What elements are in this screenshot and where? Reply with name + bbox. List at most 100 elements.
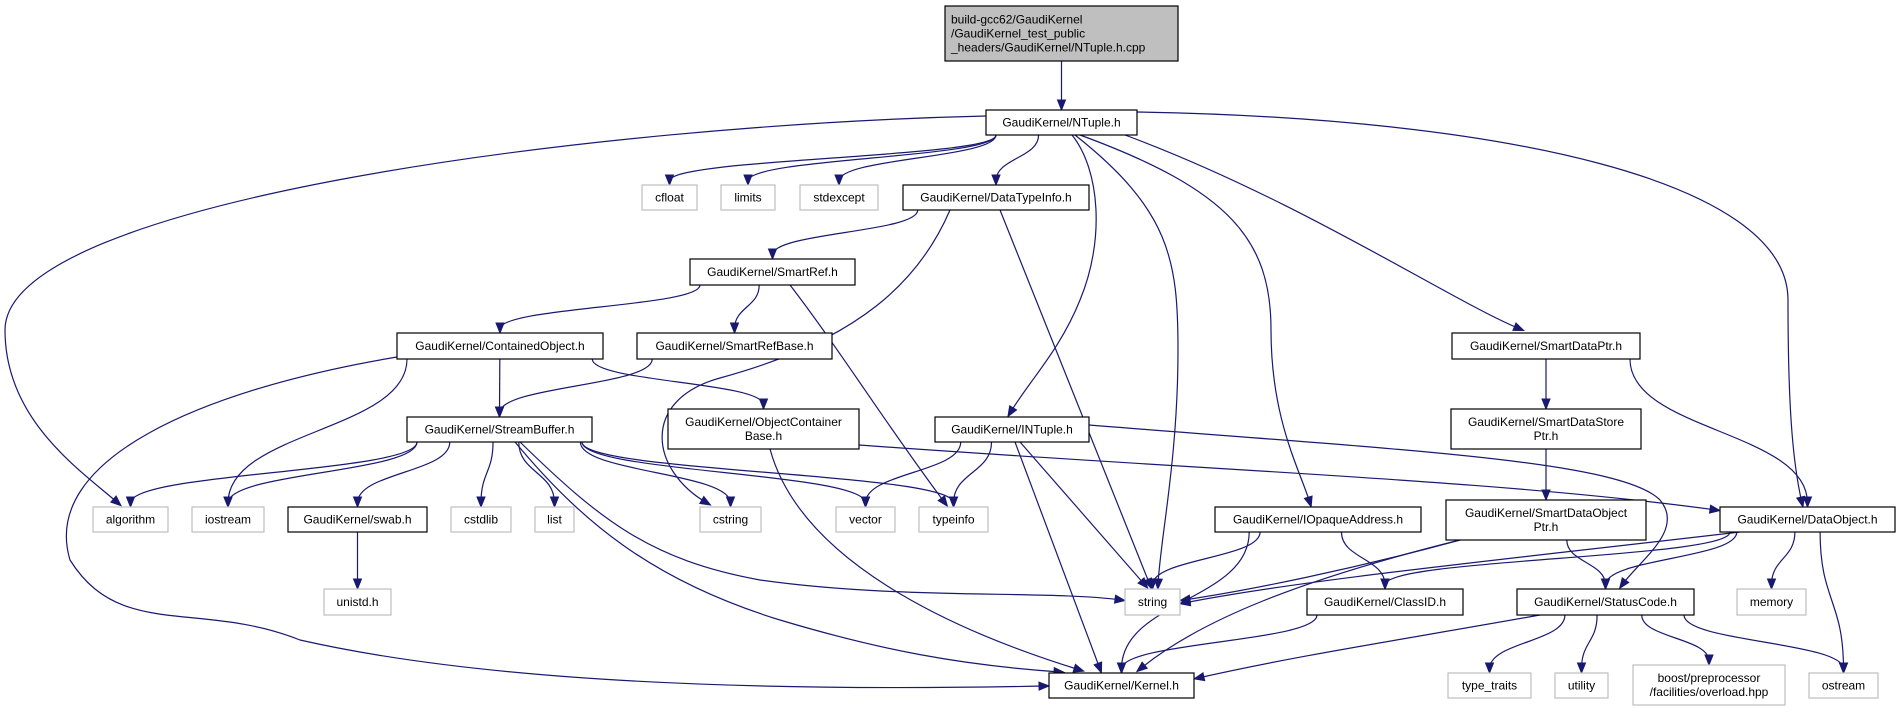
edge-objectcontainerbase-to-dataobject <box>858 444 1722 514</box>
node-label: GaudiKernel/NTuple.h <box>1002 116 1120 130</box>
edge-objectcontainerbase-to-kernel <box>769 448 1086 673</box>
node-type_traits: type_traits <box>1447 672 1532 699</box>
edge-streambuffer-to-vector <box>581 441 871 509</box>
arrowhead-icon <box>1093 661 1103 675</box>
edge-line <box>4 115 987 504</box>
node-streambuffer[interactable]: GaudiKernel/StreamBuffer.h <box>406 416 593 443</box>
edge-ntuple-to-algorithm <box>4 115 987 507</box>
node-datatypeinfo[interactable]: GaudiKernel/DataTypeInfo.h <box>902 184 1090 211</box>
node-label: iostream <box>205 513 251 527</box>
edge-line <box>1819 531 1845 670</box>
edge-ntuple-to-datatypeinfo <box>991 134 1040 187</box>
node-box <box>1214 506 1422 533</box>
node-box <box>902 184 1090 211</box>
node-box <box>323 588 392 616</box>
edge-line <box>952 441 993 504</box>
edge-line <box>1604 531 1738 586</box>
node-box <box>985 109 1138 136</box>
arrowhead-icon <box>1303 495 1313 509</box>
node-label: memory <box>1750 595 1793 609</box>
node-label: cstdlib <box>464 513 498 527</box>
edge-intuple-to-kernel <box>1014 441 1103 675</box>
node-box <box>1447 672 1532 699</box>
edge-line <box>1580 614 1598 670</box>
edge-line <box>1770 531 1796 586</box>
node-containedobject[interactable]: GaudiKernel/ContainedObject.h <box>396 332 604 360</box>
edge-dataobject-to-string <box>1178 531 1741 607</box>
node-box <box>534 506 575 533</box>
edge-dataobject-to-memory <box>1766 531 1796 591</box>
node-kernel[interactable]: GaudiKernel/Kernel.h <box>1048 672 1195 699</box>
arrowhead-icon <box>860 496 871 509</box>
node-label: GaudiKernel/SmartDataPtr.h <box>1470 339 1622 353</box>
node-label: string <box>1138 595 1167 609</box>
edge-datatypeinfo-to-smartref <box>767 209 919 261</box>
arrowhead-icon <box>109 495 123 507</box>
node-smartrefbase[interactable]: GaudiKernel/SmartRefBase.h <box>636 332 833 360</box>
edge-smartrefbase-to-streambuffer <box>494 358 653 419</box>
edge-line <box>1136 111 1803 504</box>
edge-intuple-to-vector <box>860 441 962 509</box>
node-box <box>1048 672 1195 699</box>
node-swab[interactable]: GaudiKernel/swab.h <box>287 506 428 533</box>
node-label: utility <box>1568 679 1595 693</box>
node-ostream: ostream <box>1808 672 1879 699</box>
edge-statuscode-to-boost <box>1641 614 1714 667</box>
node-stdexcept: stdexcept <box>799 184 879 211</box>
node-smartdataptr[interactable]: GaudiKernel/SmartDataPtr.h <box>1451 332 1641 360</box>
arrowhead-icon <box>1704 654 1714 667</box>
arrowhead-icon <box>1541 398 1551 411</box>
node-classid[interactable]: GaudiKernel/ClassID.h <box>1306 588 1464 616</box>
node-label: Ptr.h <box>1534 520 1559 534</box>
node-iopaqueaddress[interactable]: GaudiKernel/IOpaqueAddress.h <box>1214 506 1422 533</box>
edge-line <box>864 441 962 504</box>
node-box <box>799 184 879 211</box>
edge-streambuffer-to-swab <box>352 441 451 509</box>
edge-ntuple-to-dataobject <box>1136 111 1806 509</box>
edge-line <box>1088 424 1668 586</box>
arrowhead-icon <box>1838 662 1849 675</box>
arrowhead-icon <box>758 398 769 411</box>
node-box <box>944 5 1179 62</box>
edge-line <box>1074 134 1179 586</box>
node-smartref[interactable]: GaudiKernel/SmartRef.h <box>689 258 856 286</box>
node-box <box>450 506 512 533</box>
edge-dataobject-to-ostream <box>1819 531 1849 675</box>
node-dataobject[interactable]: GaudiKernel/DataObject.h <box>1719 506 1896 533</box>
edge-line <box>1120 614 1318 670</box>
node-list: list <box>534 506 575 533</box>
node-label: GaudiKernel/ContainedObject.h <box>415 339 584 353</box>
edge-line <box>1019 441 1146 586</box>
node-statuscode[interactable]: GaudiKernel/StatusCode.h <box>1516 588 1695 616</box>
node-box <box>1306 588 1464 616</box>
arrowhead-icon <box>743 174 753 187</box>
edge-datatypeinfo-to-cstring <box>661 209 951 506</box>
edge-streambuffer-to-iostream <box>223 441 418 509</box>
node-label: vector <box>849 513 882 527</box>
edge-ntuple-to-stdexcept <box>834 134 997 187</box>
node-box <box>92 506 169 533</box>
node-iostream: iostream <box>191 506 265 533</box>
node-cfloat: cfloat <box>641 184 698 211</box>
node-box <box>1808 672 1879 699</box>
node-utility: utility <box>1554 672 1609 699</box>
edge-streambuffer-to-algorithm <box>125 441 418 509</box>
edge-line <box>1683 614 1845 670</box>
edge-line <box>995 134 1040 182</box>
arrowhead-icon <box>1600 578 1611 591</box>
node-vector: vector <box>835 506 896 533</box>
edge-line <box>1629 358 1809 504</box>
arrowhead-icon <box>1541 489 1551 502</box>
node-box <box>918 506 989 533</box>
node-label: boost/preprocessor <box>1658 671 1761 685</box>
node-root[interactable]: build-gcc62/GaudiKernel/GaudiKernel_test… <box>944 5 1179 62</box>
node-label: GaudiKernel/SmartRefBase.h <box>655 339 813 353</box>
node-intuple[interactable]: GaudiKernel/INTuple.h <box>934 416 1090 443</box>
arrowhead-icon <box>1147 578 1158 591</box>
node-ntuple[interactable]: GaudiKernel/NTuple.h <box>985 109 1138 136</box>
node-box <box>636 332 833 360</box>
